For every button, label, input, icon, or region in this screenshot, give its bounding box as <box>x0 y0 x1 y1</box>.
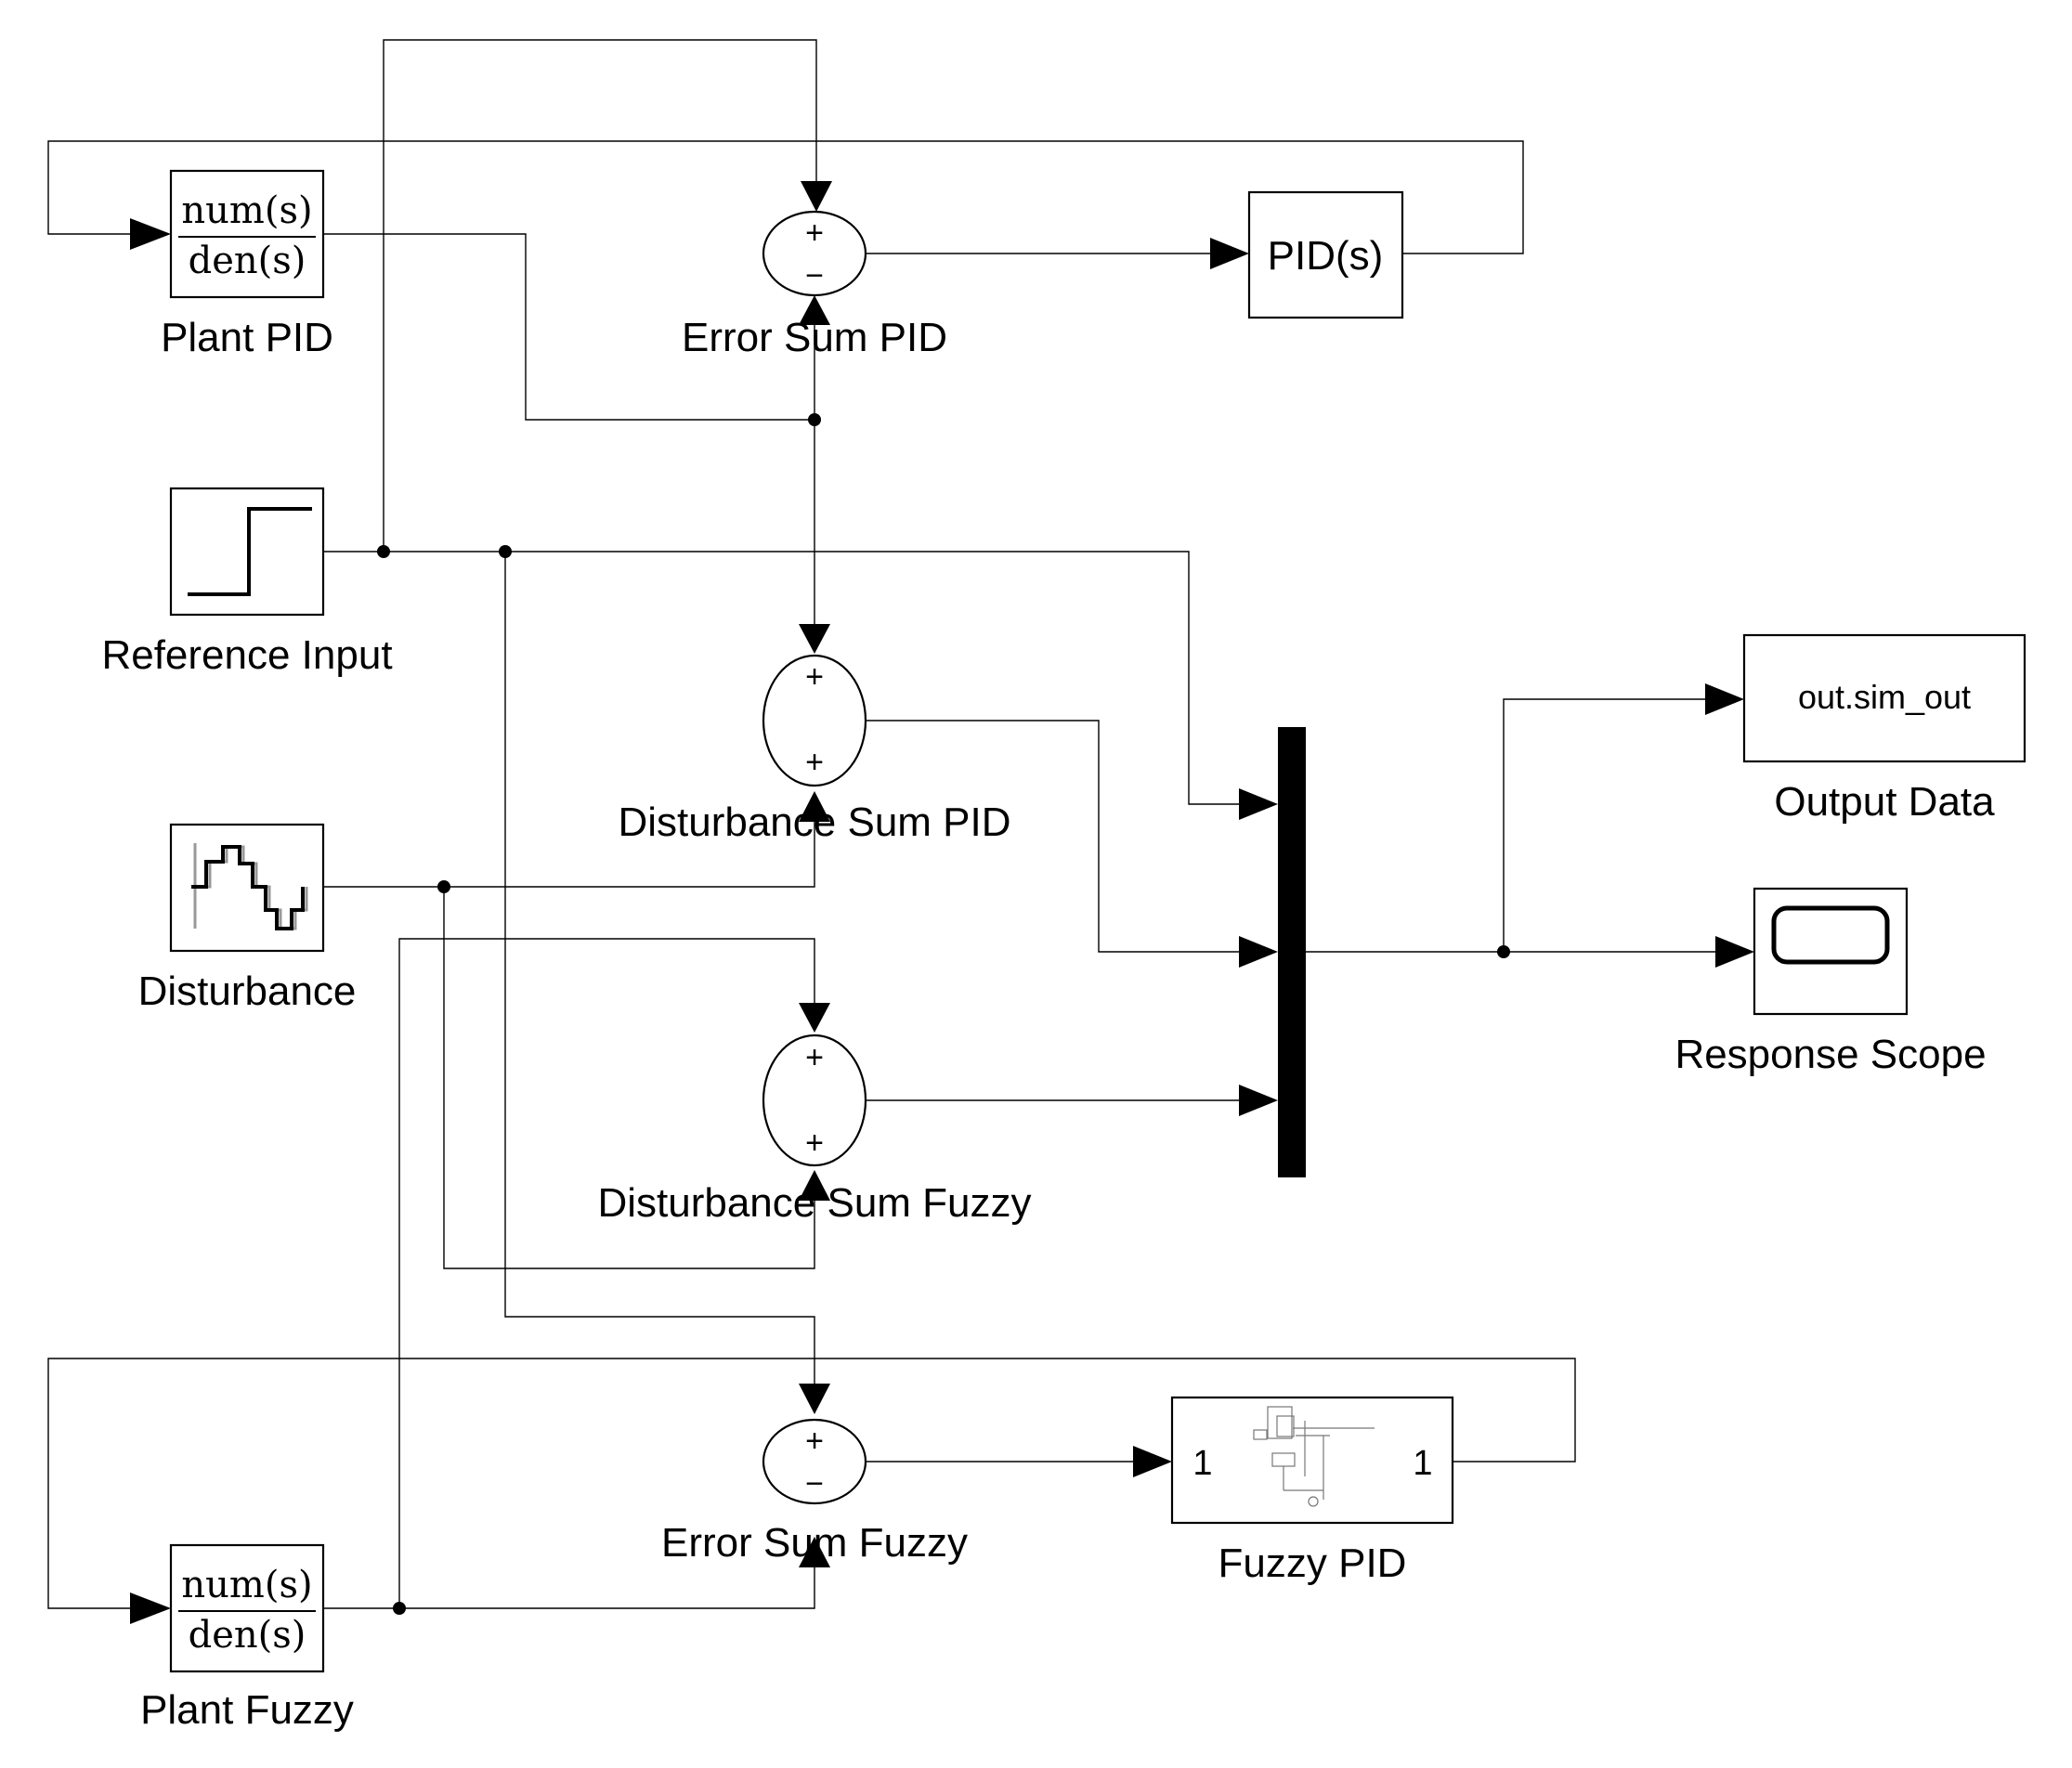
arrow-into-error-sum-pid-bottom <box>799 295 830 325</box>
signal-generator-icon <box>191 845 305 930</box>
wire-plant-fuzzy-to-error-sum-fuzzy[interactable] <box>323 1560 815 1609</box>
arrow-into-dist-sum-pid-bottom <box>799 791 830 822</box>
reference-input-block[interactable] <box>169 487 325 617</box>
wire-fuzzy-pid-to-plant-fuzzy[interactable] <box>47 1358 1576 1609</box>
disturbance-block[interactable] <box>169 823 325 953</box>
wire-disturbance-to-dist-sum-fuzzy[interactable] <box>443 887 815 1269</box>
mux-block[interactable] <box>1278 727 1306 1177</box>
arrow-into-mux-1 <box>1239 788 1278 820</box>
wire-plant-pid-out[interactable] <box>323 233 814 421</box>
wire-mux-to-output-data[interactable] <box>1503 698 1709 952</box>
plant-pid-denominator: den(s) <box>189 240 306 282</box>
dist-sum-pid-sign-top: + <box>805 659 824 695</box>
disturbance-sum-pid-label: Disturbance Sum PID <box>618 800 1010 845</box>
scope-icon <box>1771 905 1890 965</box>
fuzzy-pid-block[interactable]: 1 1 <box>1170 1396 1454 1525</box>
disturbance-sum-fuzzy-block[interactable]: + + <box>762 1034 867 1167</box>
error-sum-fuzzy-label: Error Sum Fuzzy <box>661 1520 968 1566</box>
dist-sum-pid-sign-bottom: + <box>805 745 824 780</box>
arrow-into-output-data <box>1705 683 1744 715</box>
response-scope-block[interactable] <box>1753 887 1909 1016</box>
fuzzy-pid-out-port: 1 <box>1413 1444 1432 1483</box>
arrow-into-dist-sum-fuzzy-top <box>799 1003 830 1033</box>
plant-fuzzy-denominator: den(s) <box>189 1614 306 1657</box>
pid-controller-text: PID(s) <box>1268 233 1384 279</box>
wire-pid-to-plant-pid[interactable] <box>47 140 1524 254</box>
junctions <box>377 413 1510 1615</box>
plant-pid-numerator: num(s) <box>181 189 312 232</box>
error-sum-fuzzy-block[interactable]: + − <box>762 1418 867 1505</box>
output-data-block[interactable]: out.sim_out <box>1742 633 2026 763</box>
disturbance-sum-pid-block[interactable]: + + <box>762 654 867 787</box>
output-data-variable: out.sim_out <box>1798 678 1971 716</box>
step-icon <box>188 507 312 596</box>
plant-fuzzy-numerator: num(s) <box>181 1564 312 1606</box>
arrow-into-dist-sum-fuzzy-bottom <box>799 1170 830 1201</box>
disturbance-label: Disturbance <box>138 968 357 1014</box>
arrow-into-error-sum-fuzzy-bottom <box>799 1537 830 1567</box>
arrowheads <box>130 181 1754 1624</box>
arrow-into-plant-pid <box>130 218 171 250</box>
pid-controller-block[interactable]: PID(s) <box>1247 190 1404 319</box>
wire-ref-to-error-sum-pid[interactable] <box>383 39 817 552</box>
arrow-into-error-sum-fuzzy-top <box>799 1384 830 1414</box>
plant-fuzzy-label: Plant Fuzzy <box>140 1687 354 1733</box>
fuzzy-pid-label: Fuzzy PID <box>1218 1540 1407 1586</box>
plant-pid-block[interactable]: num(s) den(s) <box>169 169 325 299</box>
error-sum-pid-block[interactable]: + − <box>762 210 867 297</box>
error-sum-pid-label: Error Sum PID <box>682 315 947 360</box>
disturbance-sum-fuzzy-label: Disturbance Sum Fuzzy <box>597 1180 1031 1226</box>
arrow-into-pid <box>1210 238 1249 269</box>
plant-fuzzy-block[interactable]: num(s) den(s) <box>169 1543 325 1673</box>
wire-ref-to-mux[interactable] <box>323 551 1245 805</box>
response-scope-label: Response Scope <box>1675 1032 1986 1077</box>
wire-plant-fuzzy-to-dist-sum-fuzzy[interactable] <box>398 938 815 1608</box>
arrow-into-plant-fuzzy <box>130 1592 171 1624</box>
wire-disturbance-to-dist-sum-pid[interactable] <box>323 812 815 888</box>
error-sum-fuzzy-sign-bottom: − <box>805 1466 824 1502</box>
dist-sum-fuzzy-sign-bottom: + <box>805 1125 824 1161</box>
dist-sum-fuzzy-sign-top: + <box>805 1040 824 1075</box>
arrow-into-mux-2 <box>1239 936 1278 968</box>
output-data-label: Output Data <box>1774 779 1995 825</box>
arrow-into-dist-sum-pid-top <box>799 624 830 654</box>
arrow-into-fuzzy-pid <box>1133 1446 1172 1477</box>
plant-pid-label: Plant PID <box>161 315 333 360</box>
error-sum-fuzzy-sign-top: + <box>805 1424 824 1459</box>
wire-ref-to-error-sum-fuzzy[interactable] <box>504 552 815 1388</box>
error-sum-pid-sign-top: + <box>805 215 824 251</box>
arrow-into-error-sum-pid-top <box>801 181 832 212</box>
arrow-into-scope <box>1715 936 1754 968</box>
wire-dist-sum-pid-to-mux[interactable] <box>866 720 1245 953</box>
arrow-into-mux-3 <box>1239 1085 1278 1116</box>
reference-input-label: Reference Input <box>101 632 392 678</box>
subsystem-preview-icon <box>1253 1406 1375 1507</box>
error-sum-pid-sign-bottom: − <box>805 258 824 293</box>
fuzzy-pid-in-port: 1 <box>1192 1444 1212 1483</box>
signal-lines <box>47 39 1718 1609</box>
